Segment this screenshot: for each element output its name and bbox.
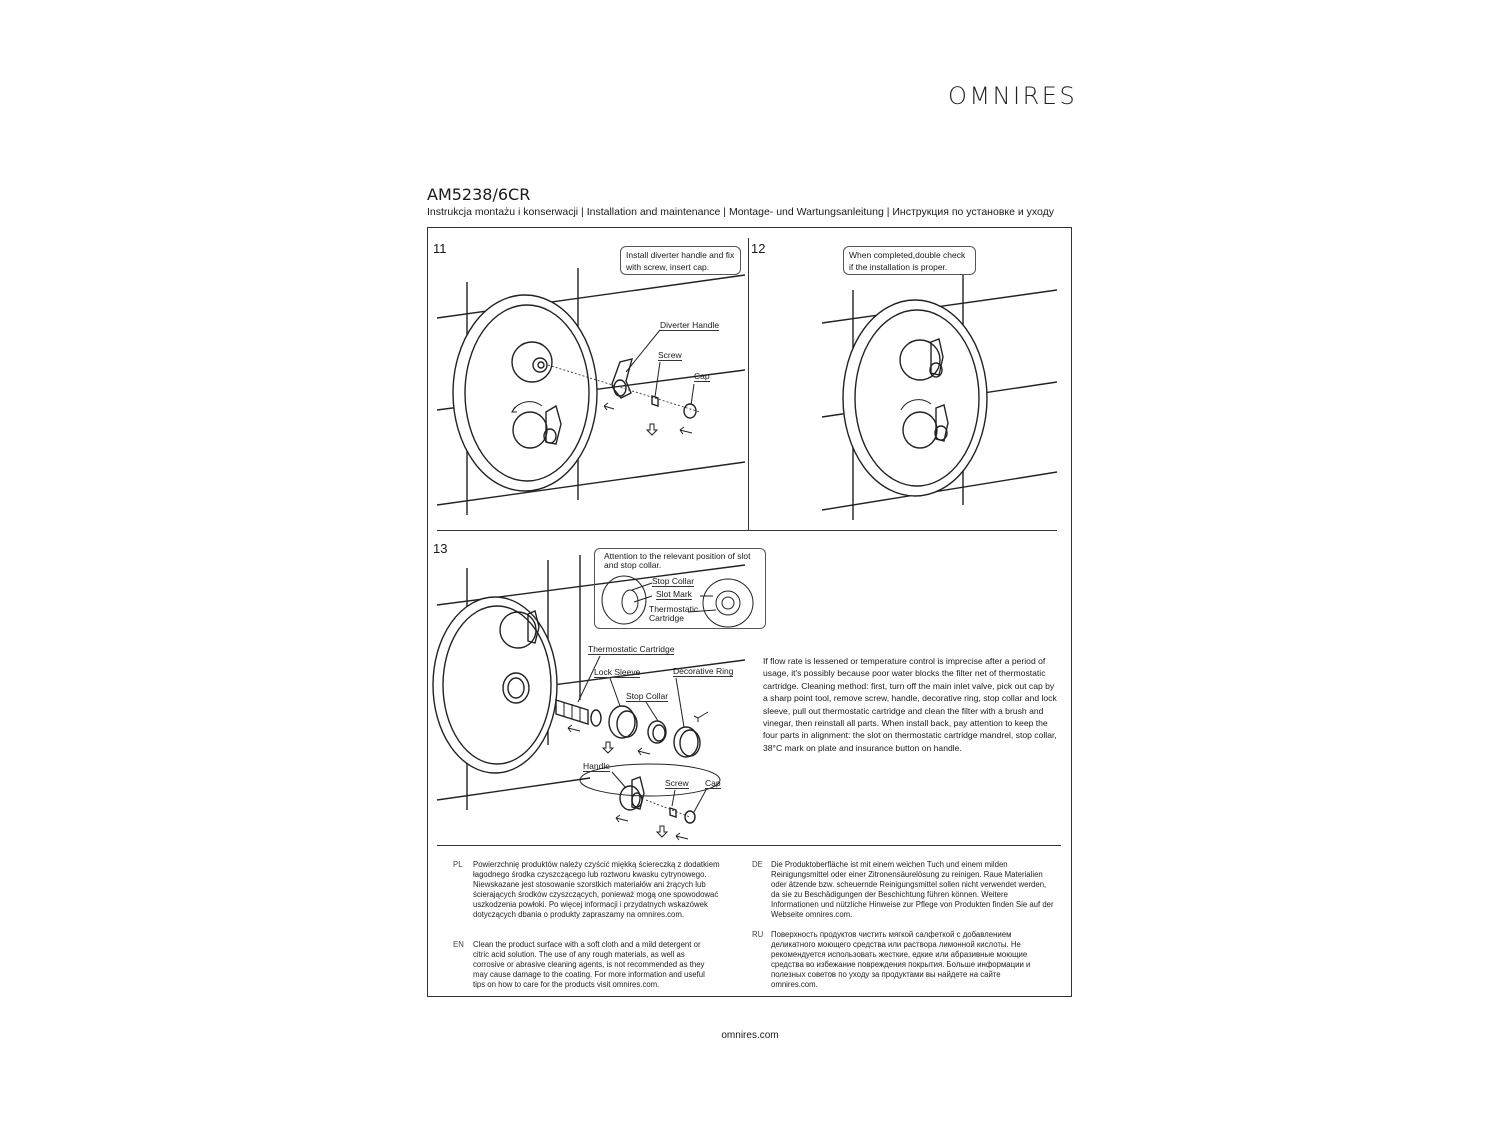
instruction-frame bbox=[427, 227, 1072, 997]
footer-website[interactable]: omnires.com bbox=[721, 1030, 779, 1041]
inset-label-thermostatic-cartridge: Thermostatic Cartridge bbox=[649, 604, 699, 623]
label-screw: Screw bbox=[658, 350, 682, 361]
lang-code-de: DE bbox=[752, 860, 763, 869]
label-handle: Handle bbox=[583, 761, 610, 772]
care-text-ru: Поверхность продуктов чистить мягкой сал… bbox=[771, 930, 1031, 989]
step-11-callout: Install diverter handle and fix with scr… bbox=[620, 246, 741, 275]
step11-cover-plate bbox=[452, 294, 598, 492]
step-13-callout: Attention to the relevant position of sl… bbox=[604, 551, 751, 570]
label-thermostatic-cartridge: Thermostatic Cartridge bbox=[588, 644, 675, 655]
care-text-pl: Powierzchnię produktów należy czyścić mi… bbox=[473, 860, 720, 919]
step-13-inset-box bbox=[594, 548, 766, 629]
care-text-en: Clean the product surface with a soft cl… bbox=[473, 940, 705, 989]
step-12-callout: When completed,double check if the insta… bbox=[843, 246, 976, 275]
label-stop-collar: Stop Collar bbox=[626, 691, 669, 702]
label-diverter-handle: Diverter Handle bbox=[660, 320, 720, 331]
step11-exploded-parts bbox=[547, 329, 701, 436]
inset-label-stop-collar: Stop Collar bbox=[652, 576, 695, 587]
label-decorative-ring: Decorative Ring bbox=[673, 666, 734, 677]
document-subtitle: Instrukcja montażu i konserwacji | Insta… bbox=[427, 206, 1055, 218]
model-number: AM5238/6CR bbox=[427, 185, 531, 204]
inset-label-slot-mark: Slot Mark bbox=[656, 589, 692, 600]
lang-code-pl: PL bbox=[453, 860, 463, 869]
label-lock-sleeve: Lock Sleeve bbox=[594, 667, 641, 678]
label-cap-13: Cap bbox=[705, 778, 721, 789]
step-13-number: 13 bbox=[433, 541, 448, 556]
step13-inset-diagram bbox=[601, 575, 754, 628]
step12-cover-plate bbox=[842, 299, 988, 497]
step13-cover-plate bbox=[432, 596, 558, 774]
care-divider bbox=[437, 845, 1061, 846]
lang-code-ru: RU bbox=[752, 930, 764, 939]
care-text-de: Die Produktoberfläche ist mit einem weic… bbox=[771, 860, 1054, 919]
step13-exploded-parts bbox=[555, 655, 721, 841]
step-11-number: 11 bbox=[433, 241, 447, 256]
lang-code-en: EN bbox=[453, 940, 464, 949]
step-divider-vertical bbox=[748, 238, 749, 530]
step-12-number: 12 bbox=[751, 241, 766, 256]
brand-logo: OMNIRES bbox=[948, 82, 1078, 110]
cleaning-instructions: If flow rate is lessened or temperature … bbox=[763, 656, 1057, 753]
step-divider-horizontal bbox=[437, 530, 1057, 531]
label-cap: Cap bbox=[694, 371, 710, 382]
label-screw-13: Screw bbox=[665, 778, 689, 789]
